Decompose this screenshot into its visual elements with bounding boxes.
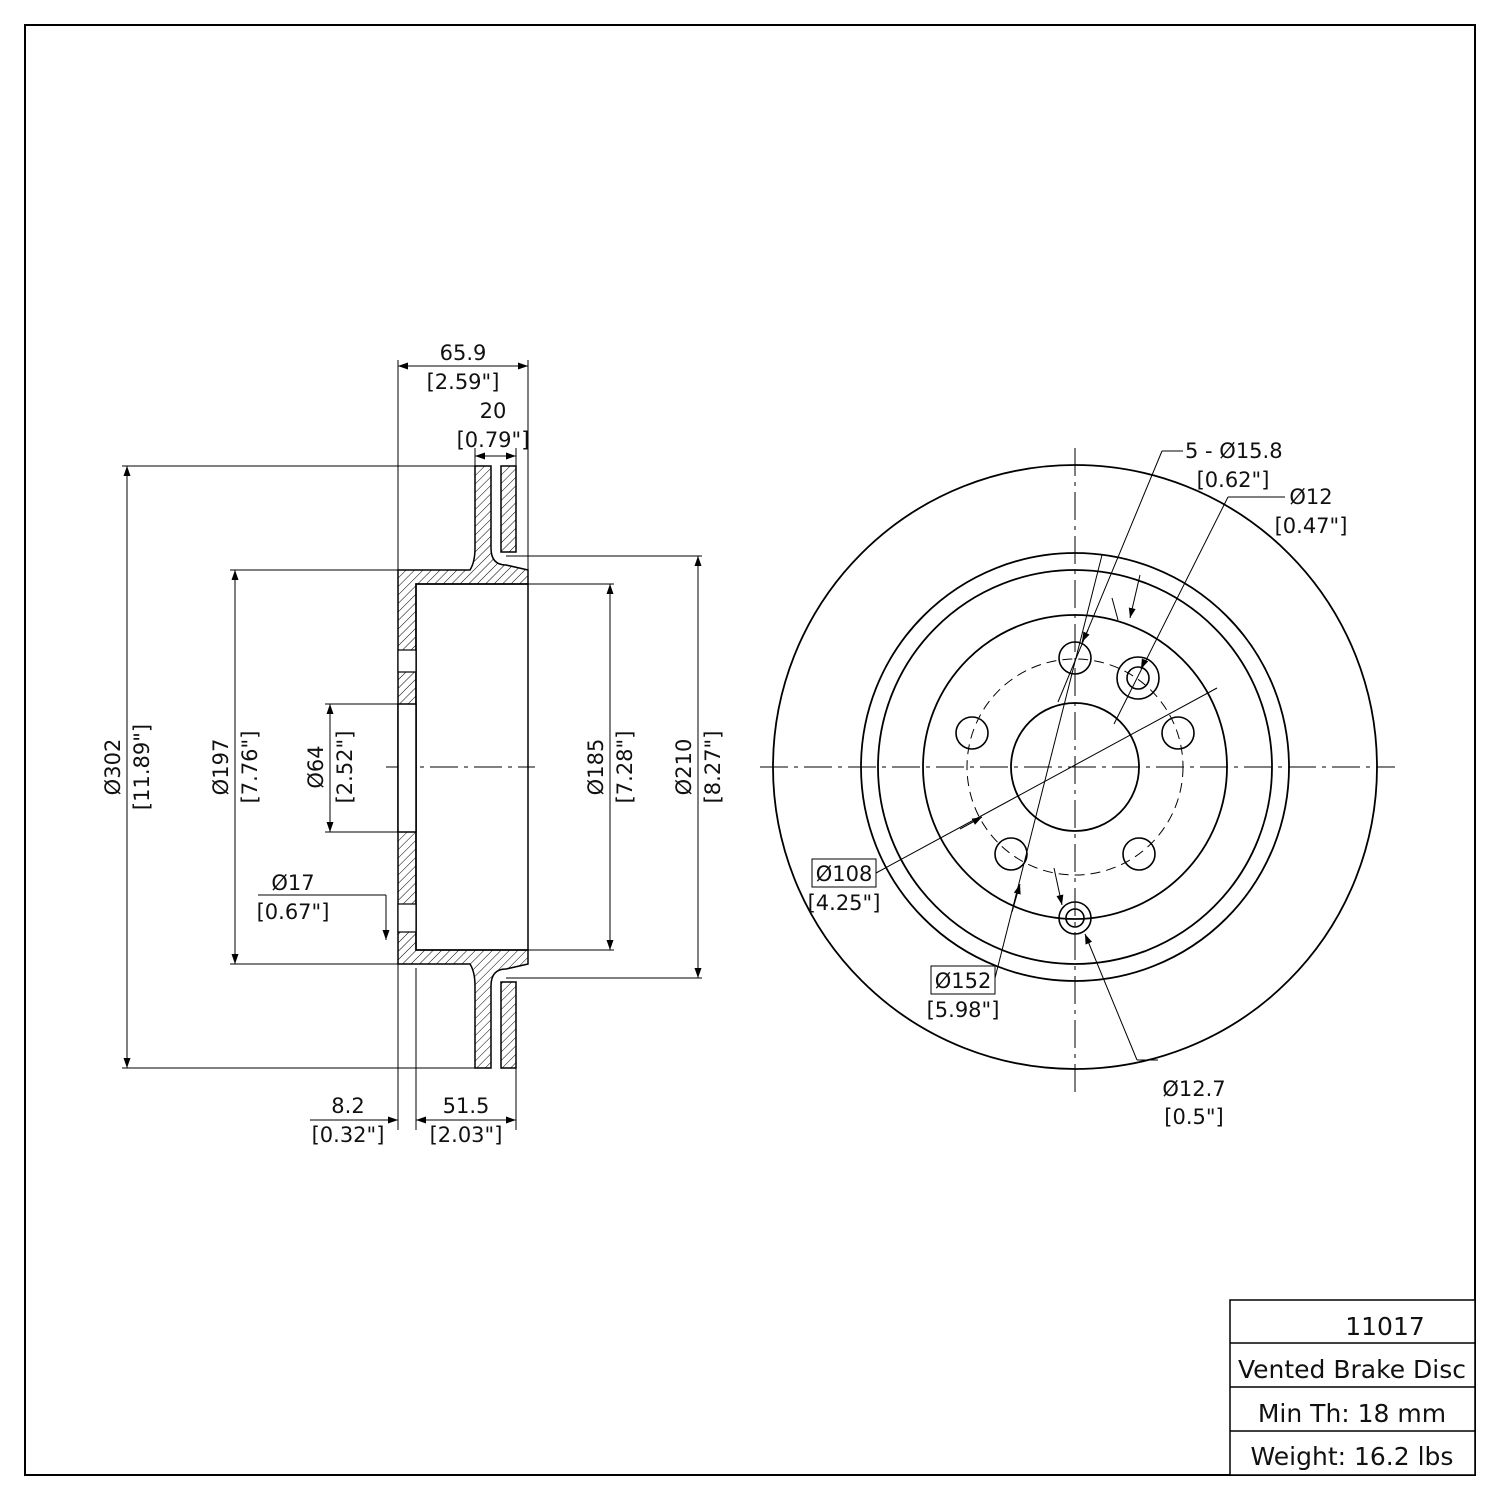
min-thickness: Min Th: 18 mm [1258,1399,1446,1428]
bolt-holes-in: [0.62"] [1197,468,1270,492]
side-section-view: 65.9 [2.59"] 20 [0.79"] Ø17 [0.67"] 8.2 … [101,341,725,1147]
hat-wall-circle [877,569,1273,965]
threaded-hole-in: [0.47"] [1275,514,1348,538]
drawing-border [24,24,1476,1476]
outer-diameter-in: [11.89"] [130,724,154,810]
lug-hole [955,716,989,750]
stud-hole-in: [0.67"] [257,900,330,924]
rotor-outer-circle [772,464,1378,1070]
hat-height-mm: 51.5 [443,1094,490,1118]
hat-diameter-label-box [930,965,996,995]
rotor-section-lower-plate [500,981,517,1069]
vane-diameter-mm: Ø210 [672,739,696,796]
lug-hole [1058,641,1092,675]
bolt-circle-mm: Ø108 [816,862,873,886]
overall-width-in: [2.59"] [427,370,500,394]
outer-diameter-mm: Ø302 [101,739,125,796]
bolt-holes-mm: 5 - Ø15.8 [1185,439,1283,463]
hat-thickness-mm: 8.2 [331,1094,364,1118]
title-block: 11017 Vented Brake Disc Min Th: 18 mm We… [1229,1299,1476,1476]
center-bore-circle [1010,702,1140,832]
bolt-circle-in: [4.25"] [808,891,881,915]
locating-hole-inner [1065,908,1085,928]
vane-diameter-in: [8.27"] [701,731,725,804]
center-bore-in: [2.52"] [333,731,357,804]
threaded-hole-inner [1126,666,1150,690]
part-description: Vented Brake Disc [1238,1355,1466,1384]
stud-hole-mm: Ø17 [271,871,314,895]
lug-hole [1161,716,1195,750]
friction-inner-circle [860,552,1290,982]
hat-diameter-mm: Ø152 [935,969,992,993]
front-view: 5 - Ø15.8 [0.62"] Ø12 [0.47"] Ø108 [4.25… [760,439,1395,1129]
bolt-circle [966,658,1184,876]
locating-hole-mm: Ø12.7 [1162,1077,1225,1101]
locating-hole-outer [1058,901,1092,935]
hat-height-in: [2.03"] [430,1123,503,1147]
inner-diameter-in: [7.28"] [613,731,637,804]
weight: Weight: 16.2 lbs [1251,1442,1454,1471]
inner-diameter-mm: Ø185 [584,739,608,796]
hat-diameter-in: [5.98"] [927,998,1000,1022]
rotor-thickness-in: [0.79"] [457,428,530,452]
threaded-hole-outer [1116,656,1160,700]
locating-hole-in: [0.5"] [1164,1105,1223,1129]
hat-outer-diameter-mm: Ø197 [209,739,233,796]
bolt-circle-label-box [811,858,877,888]
rotor-thickness-mm: 20 [480,399,507,423]
lug-hole [1122,837,1156,871]
hat-face-circle [922,614,1228,920]
lug-hole [994,837,1028,871]
threaded-hole-mm: Ø12 [1289,485,1332,509]
center-bore-mm: Ø64 [304,745,328,788]
part-number: 11017 [1345,1312,1425,1341]
rotor-section-upper-plate [500,465,517,553]
overall-width-mm: 65.9 [440,341,487,365]
hat-outer-diameter-in: [7.76"] [238,731,262,804]
hat-thickness-in: [0.32"] [312,1123,385,1147]
